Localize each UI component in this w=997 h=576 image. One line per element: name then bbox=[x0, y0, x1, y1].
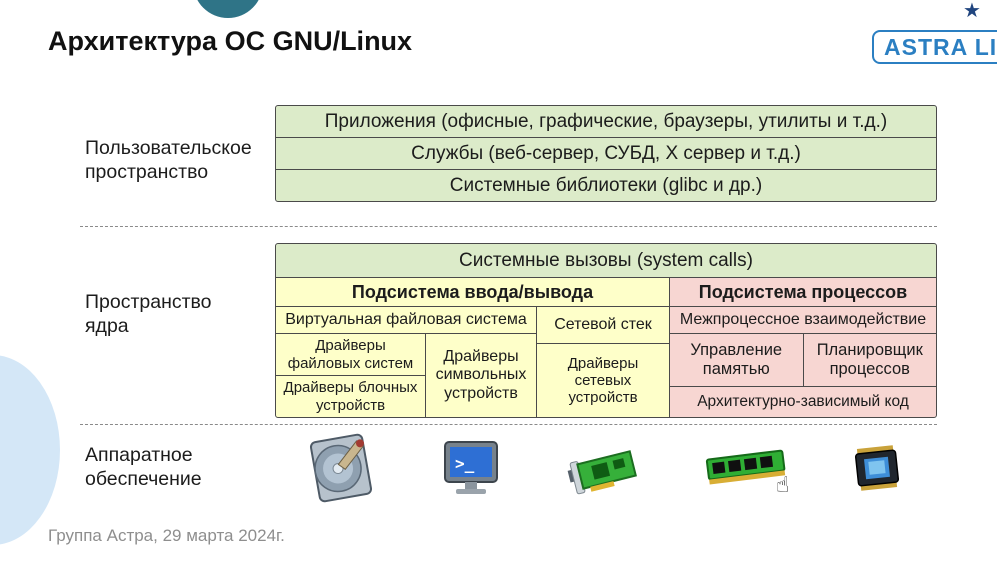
cell-process-scheduler: Планировщик процессов bbox=[803, 334, 936, 386]
terminal-icon: >_ bbox=[438, 435, 504, 501]
io-subsystem-header: Подсистема ввода/вывода bbox=[276, 278, 669, 306]
network-card-icon bbox=[565, 435, 643, 501]
svg-text:>_: >_ bbox=[455, 454, 475, 473]
divider-user-kernel bbox=[80, 226, 937, 227]
layer-applications: Приложения (офисные, графические, браузе… bbox=[276, 106, 936, 137]
process-subsystem-grid: Межпроцессное взаимодействие Управление … bbox=[670, 307, 936, 417]
cell-char-drivers: Драйверы символьных устройств bbox=[426, 334, 536, 417]
cell-network-stack: Сетевой стек bbox=[537, 307, 669, 343]
cell-fs-drivers: Драйверы файловых систем bbox=[276, 334, 425, 375]
page-title: Архитектура ОС GNU/Linux bbox=[48, 26, 413, 56]
logo-text: ASTRA LINUX bbox=[884, 33, 997, 60]
decor-blue-blob bbox=[0, 355, 60, 545]
hardware-icons-row: >_ bbox=[305, 430, 905, 506]
kernel-subsystem-headers: Подсистема ввода/вывода Подсистема проце… bbox=[276, 278, 936, 306]
cell-block-drivers: Драйверы блочных устройств bbox=[276, 376, 425, 417]
cell-net-drivers: Драйверы сетевых устройств bbox=[537, 344, 669, 417]
hard-disk-icon bbox=[305, 432, 377, 504]
label-hardware: Аппаратное обеспечение bbox=[85, 444, 202, 491]
star-icon: ★ bbox=[963, 0, 981, 22]
decor-teal-circle bbox=[193, 0, 263, 18]
io-subsystem-grid: Виртуальная файловая система Сетевой сте… bbox=[276, 307, 669, 417]
layer-services: Службы (веб-сервер, СУБД, X сервер и т.д… bbox=[276, 138, 936, 169]
label-user-space: Пользовательское пространство bbox=[85, 137, 252, 184]
cell-arch-dependent-code: Архитектурно-зависимый код bbox=[670, 387, 936, 417]
label-kernel-space: Пространство ядра bbox=[85, 291, 212, 338]
cpu-chip-icon bbox=[849, 442, 905, 494]
layer-system-calls: Системные вызовы (system calls) bbox=[276, 244, 936, 277]
astra-linux-logo: ASTRA LINUX bbox=[872, 30, 997, 64]
ram-icon bbox=[704, 443, 788, 493]
process-subsystem-header: Подсистема процессов bbox=[670, 278, 936, 306]
kernel-subsystem-body: Виртуальная файловая система Сетевой сте… bbox=[276, 307, 936, 417]
footer-text: Группа Астра, 29 марта 2024г. bbox=[48, 526, 285, 545]
divider-kernel-hardware bbox=[80, 424, 937, 425]
cell-ipc: Межпроцессное взаимодействие bbox=[670, 307, 936, 333]
user-space-stack: Приложения (офисные, графические, браузе… bbox=[275, 105, 937, 202]
cell-virtual-file-system: Виртуальная файловая система bbox=[276, 307, 536, 333]
layer-system-libraries: Системные библиотеки (glibc и др.) bbox=[276, 170, 936, 201]
hand-cursor: ☝ bbox=[776, 472, 790, 497]
cell-memory-management: Управление памятью bbox=[670, 334, 803, 386]
kernel-space-table: Системные вызовы (system calls) Подсисте… bbox=[275, 243, 937, 418]
